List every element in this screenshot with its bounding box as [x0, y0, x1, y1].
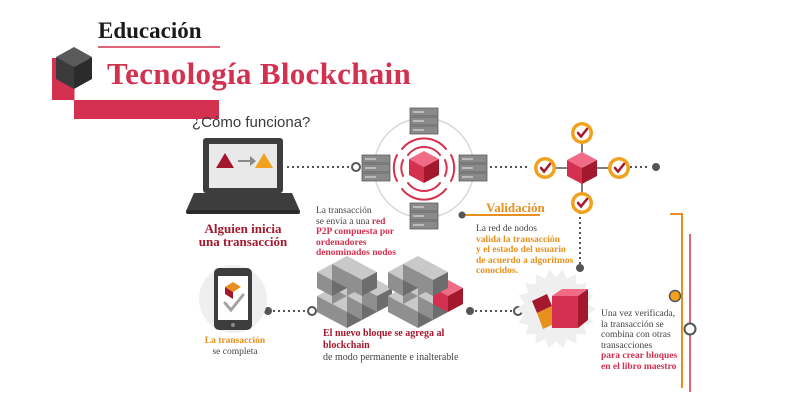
step-complete-text: La transacción se completa [200, 336, 270, 357]
validation-line-5: conocidos. [476, 266, 518, 276]
stacked-blocks-icon [317, 256, 463, 328]
network-line-4: ordenadores [316, 237, 367, 248]
step-validation-text: La red de nodos valida la transacción y … [476, 224, 586, 277]
combine-line-5: para crear bloques [601, 351, 678, 361]
step-chain-text: El nuevo bloque se agrega al blockchain … [323, 328, 493, 364]
connector-node [458, 211, 466, 219]
server-icon [409, 107, 439, 135]
validation-line-3: y el estado del usuario [476, 245, 566, 255]
page-subtitle: Tecnología Blockchain [107, 56, 412, 91]
validation-line-4: de acuerdo a algoritmos [476, 255, 574, 266]
combine-line-2: la transacción se [601, 319, 664, 330]
signal-waves-icon [392, 137, 456, 201]
network-line-2b: red [371, 216, 386, 227]
block-cube-icon [532, 289, 588, 329]
check-icon [606, 155, 632, 181]
p2p-network [361, 107, 488, 230]
validation-title: Validación [486, 200, 545, 215]
network-line-1: La transacción [316, 206, 372, 216]
smartphone-icon [199, 265, 267, 333]
connector-node [351, 162, 361, 172]
ledger-starburst [516, 269, 596, 349]
combine-line-3: combina con otras [601, 330, 671, 340]
network-line-5: denominados nodos [316, 248, 396, 258]
laptop-icon [186, 138, 300, 214]
combine-line-4: transacciones [601, 340, 653, 351]
network-line-2a: se envía a una [316, 216, 372, 227]
question-heading: ¿Cómo funciona? [192, 114, 311, 131]
combine-line-6: en el libro maestro [601, 361, 677, 372]
connector-node [264, 307, 272, 315]
step-combine-text: Una vez verificada, la transacción se co… [601, 309, 681, 372]
step-network-text: La transacción se envía a una red P2P co… [316, 206, 416, 259]
chain-line-1: El nuevo bloque se agrega al blockchain [323, 328, 445, 351]
check-icon [532, 155, 558, 181]
block-cube-icon [409, 151, 439, 183]
validation-line-1: La red de nodos [476, 224, 537, 234]
chain-line-2: de modo permanente e inalterable [323, 352, 459, 363]
network-line-3: P2P compuesta por [316, 227, 395, 237]
step-start-label: Alguien inicia una transacción [188, 222, 298, 248]
complete-line-2: se completa [212, 346, 258, 357]
connector-node [576, 264, 584, 272]
server-icon [361, 154, 391, 182]
check-icon [569, 190, 595, 216]
connector-node [652, 163, 660, 171]
step-start-line-1: Alguien inicia [204, 221, 282, 236]
validation-line-2: valida la transacción [476, 234, 560, 245]
complete-line-1: La transacción [204, 336, 266, 346]
step-start-line-2: una transacción [198, 234, 288, 249]
block-cube-icon [567, 152, 597, 184]
connector-node [307, 306, 317, 316]
combine-line-1: Una vez verificada, [601, 309, 676, 319]
cube-logo-icon [52, 46, 220, 119]
validation-cluster [532, 120, 632, 216]
server-icon [458, 154, 488, 182]
check-icon [569, 120, 595, 146]
connector-node [466, 307, 474, 315]
right-timeline [668, 213, 697, 392]
page-title: Educación [98, 18, 202, 43]
